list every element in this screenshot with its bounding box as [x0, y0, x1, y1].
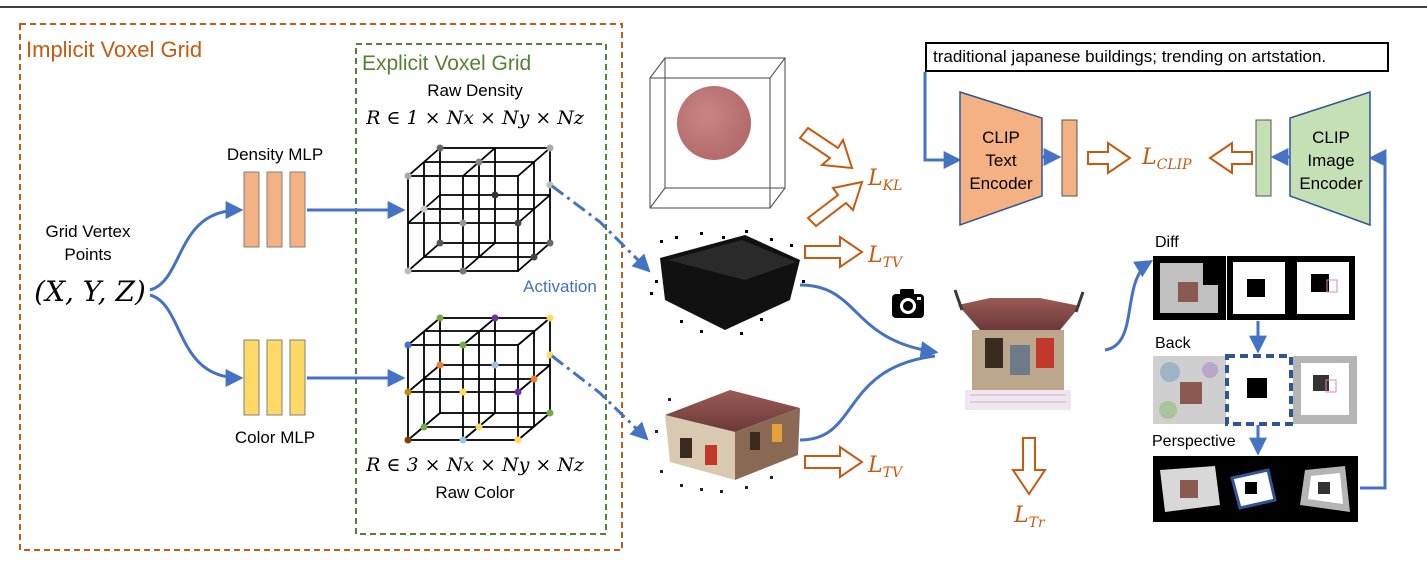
clip-image-encoder-line1: CLIP [1312, 128, 1350, 147]
loss-tv-color-label: LTV [867, 453, 904, 481]
text-embedding [1061, 119, 1078, 197]
raw-color-formula: R ∈ 3 × Nx × Ny × Nz [365, 454, 585, 476]
color-grid-cube [407, 317, 551, 441]
color-grid-points [404, 314, 554, 444]
loss-arrow-clip-left [1087, 141, 1132, 175]
augment-diff-row [1153, 256, 1355, 320]
input-label-line1: Grid Vertex [45, 222, 131, 241]
color-render-house [655, 390, 800, 493]
augment-to-image-encoder [1360, 149, 1387, 490]
density-render [650, 230, 805, 335]
loss-tr-label: LTr [1013, 503, 1046, 531]
augment-perspective-label: Perspective [1152, 433, 1236, 450]
loss-clip-label: LCLIP [1141, 145, 1192, 173]
density-mlp-layers [243, 171, 306, 248]
camera-icon [892, 289, 924, 318]
clip-image-encoder-line2: Image [1307, 151, 1354, 170]
explicit-grid-box [355, 43, 607, 535]
density-to-render-curve [799, 283, 939, 359]
text-prompt-box: traditional japanese buildings; trending… [925, 42, 1389, 72]
augment-perspective-row [1153, 456, 1358, 522]
density-grid-cube [407, 147, 551, 272]
loss-arrow-tr [1011, 437, 1047, 496]
branch-to-density [149, 201, 244, 292]
prior-sphere [677, 86, 751, 160]
augment-back-row [1153, 354, 1357, 426]
color-to-render-curve [799, 354, 936, 442]
activation-label: Activation [523, 277, 597, 296]
image-embedding [1255, 119, 1272, 197]
implicit-grid-title: Implicit Voxel Grid [26, 37, 202, 62]
loss-kl-label: LKL [867, 166, 902, 194]
rendered-image [953, 289, 1085, 410]
clip-text-encoder-line3: Encoder [969, 174, 1033, 193]
loss-arrow-tv-density [804, 235, 864, 269]
input-coords: (X, Y, Z) [34, 275, 146, 308]
raw-color-label: Raw Color [435, 483, 515, 502]
loss-arrow-clip-right [1208, 141, 1253, 175]
activation-arrow-density [551, 184, 651, 273]
text-prompt: traditional japanese buildings; trending… [933, 47, 1327, 66]
loss-arrows [798, 126, 1253, 496]
loss-arrow-tv-color [804, 445, 864, 479]
color-mlp-layers [243, 339, 306, 416]
loss-arrow-kl-bottom [806, 180, 864, 228]
clip-image-encoder [1289, 90, 1371, 227]
clip-text-encoder-line1: CLIP [982, 128, 1020, 147]
density-grid-points [404, 144, 554, 275]
loss-tv-density-label: LTV [867, 243, 904, 271]
raw-density-label: Raw Density [427, 81, 523, 100]
branch-to-color [149, 293, 244, 387]
clip-image-encoder-line3: Encoder [1299, 174, 1363, 193]
density-mlp-label: Density MLP [227, 145, 323, 164]
prior-sphere-box [649, 57, 786, 209]
input-label-line2: Points [64, 245, 111, 264]
prompt-to-text-encoder [923, 72, 962, 169]
implicit-grid-box [19, 23, 623, 551]
color-mlp-label: Color MLP [235, 428, 315, 447]
activation-arrow-color [551, 354, 649, 441]
render-to-augment-curve [1104, 260, 1154, 352]
augment-back-label: Back [1155, 335, 1192, 352]
loss-arrow-kl-top [798, 126, 854, 170]
raw-density-formula: R ∈ 1 × Nx × Ny × Nz [365, 107, 585, 129]
augment-diff-label: Diff [1155, 234, 1179, 251]
clip-text-encoder [959, 90, 1043, 227]
clip-text-encoder-line2: Text [985, 151, 1016, 170]
explicit-grid-title: Explicit Voxel Grid [362, 52, 531, 75]
